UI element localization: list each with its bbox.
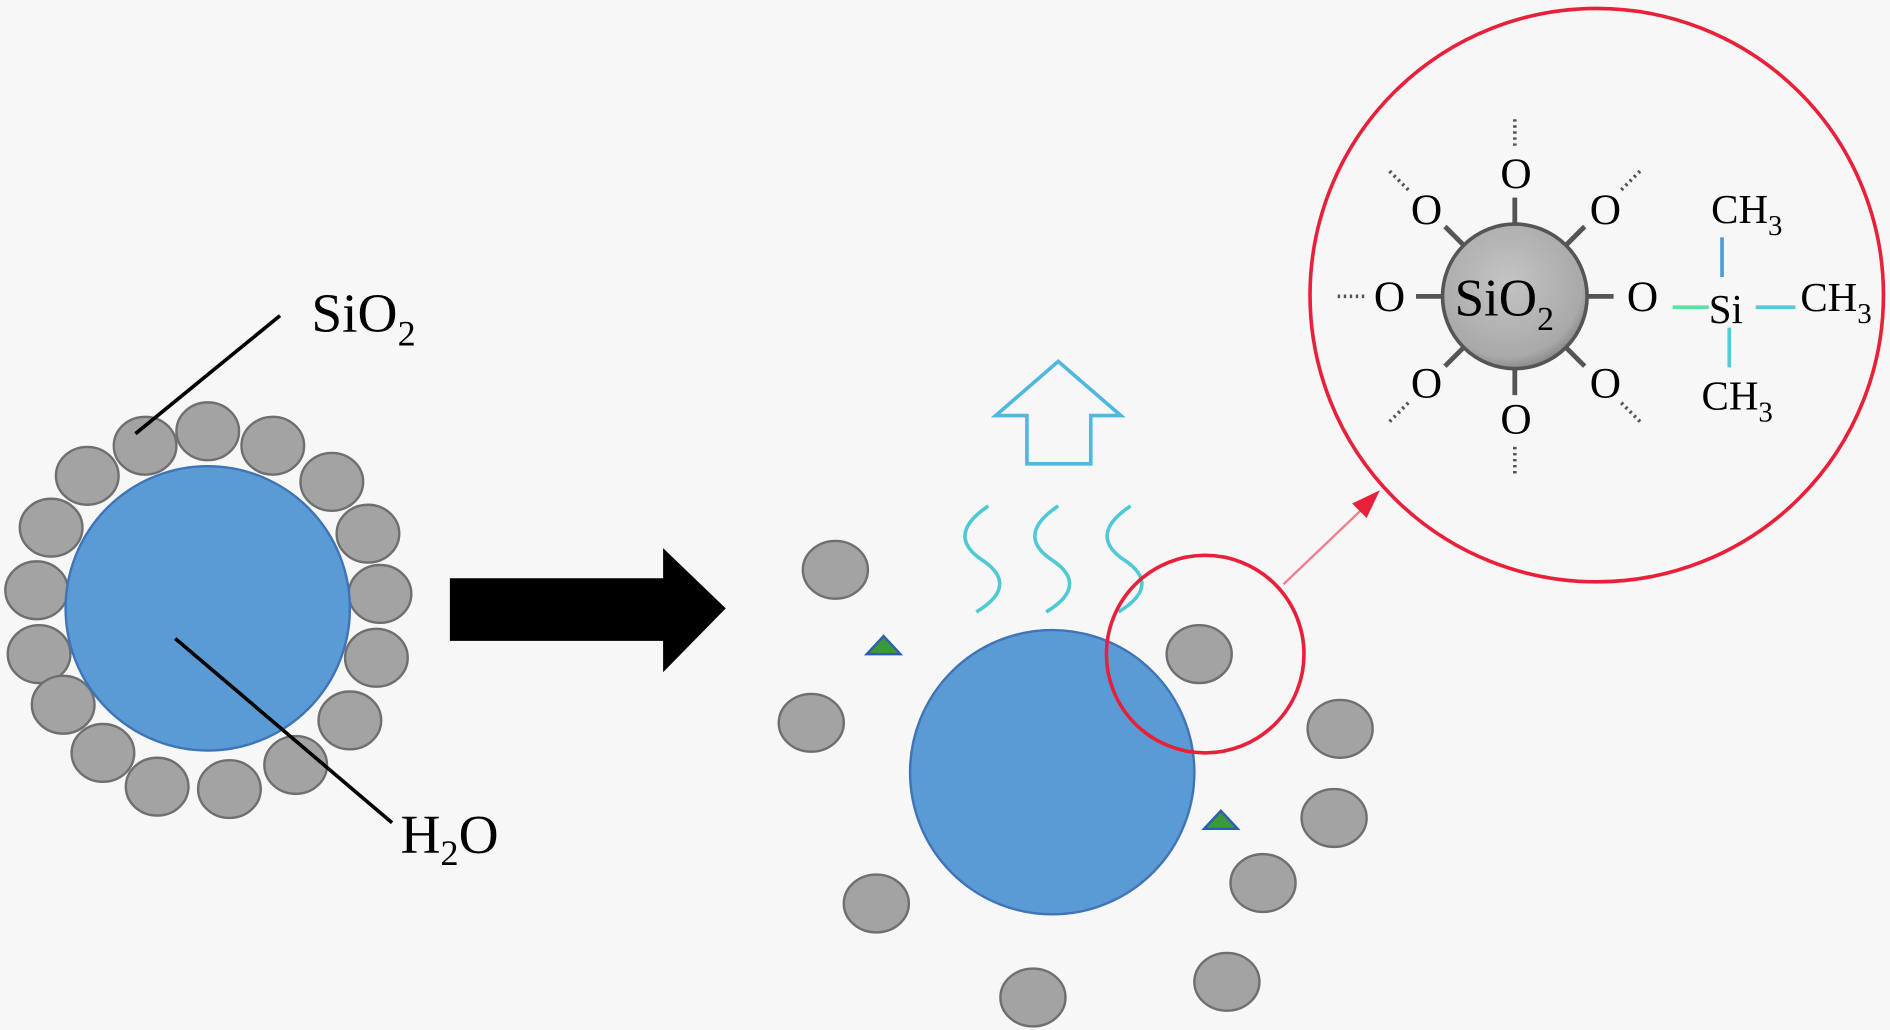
silica-particle — [1306, 698, 1374, 759]
silica-particle — [343, 627, 409, 688]
silica-particle — [112, 415, 178, 476]
silica-particle — [299, 451, 365, 512]
water-leader-line — [174, 637, 394, 825]
silica-particle — [777, 692, 846, 753]
silica-particle — [30, 674, 96, 735]
dangling-bond — [1385, 167, 1410, 192]
zoom-pointer-line — [1282, 506, 1366, 586]
silica-particle — [999, 967, 1067, 1028]
silica-particle — [18, 497, 84, 558]
oxygen-label: O — [1411, 360, 1442, 408]
triangle-marker — [1201, 808, 1241, 831]
vapor-wave — [963, 504, 1002, 614]
silane-bonds — [1672, 237, 1796, 368]
inset-circle — [1308, 6, 1886, 584]
vapor-wave — [1105, 504, 1144, 614]
oxygen-label: O — [1590, 360, 1621, 408]
silica-particle — [263, 734, 329, 796]
oxygen-label: O — [1374, 273, 1405, 321]
coated-droplet — [4, 401, 413, 820]
dangling-bond — [1385, 401, 1410, 426]
silica-core-sphere — [1440, 222, 1589, 371]
silica-particle — [1300, 787, 1368, 849]
silica-core-label: SiO2 — [1455, 270, 1554, 338]
silica-particle — [1165, 624, 1233, 685]
oxygen-label: O — [1411, 186, 1442, 234]
oxygen-label: O — [1627, 273, 1658, 321]
oxygen-label: O — [1500, 150, 1531, 198]
methyl-right: CH3 — [1800, 275, 1871, 330]
vapor-wave — [1033, 504, 1072, 614]
dangling-bond — [1620, 401, 1644, 426]
silica-particle — [4, 560, 70, 621]
oxygen-label: O — [1500, 396, 1531, 444]
silicon-label: Si — [1709, 287, 1743, 332]
silica-particle — [54, 445, 120, 506]
silica-shell — [4, 401, 413, 820]
silica-particle — [1229, 852, 1297, 914]
process-arrow — [449, 548, 726, 673]
dangling-bond — [1620, 167, 1644, 192]
silica-particle — [317, 690, 383, 751]
methyl-top: CH3 — [1711, 187, 1782, 242]
evaporation-up-arrow — [990, 359, 1126, 466]
silica-particle — [347, 563, 413, 625]
silica-particle — [70, 722, 136, 784]
silica-particle — [335, 503, 401, 564]
water-droplet — [64, 465, 352, 752]
released-particles — [777, 539, 1374, 1028]
silica-particle — [240, 415, 306, 476]
evaporating-droplet — [908, 628, 1196, 916]
silica-particle — [196, 758, 262, 820]
triangle-marker — [863, 634, 904, 656]
highlight-circle — [1104, 553, 1306, 755]
silica-label: SiO2 — [311, 282, 415, 353]
vapor-waves — [963, 504, 1144, 614]
water-label: H2O — [400, 804, 498, 873]
silica-leader-line — [134, 314, 282, 436]
silica-particle — [801, 539, 870, 600]
zoom-pointer-head — [1352, 490, 1380, 519]
silica-particle — [842, 873, 911, 934]
silica-particle — [6, 624, 72, 685]
silica-particle — [124, 756, 190, 817]
methyl-bottom: CH3 — [1702, 374, 1773, 429]
silica-particle — [1193, 951, 1261, 1012]
oxygen-label: O — [1590, 186, 1621, 234]
silica-particle — [175, 401, 241, 462]
